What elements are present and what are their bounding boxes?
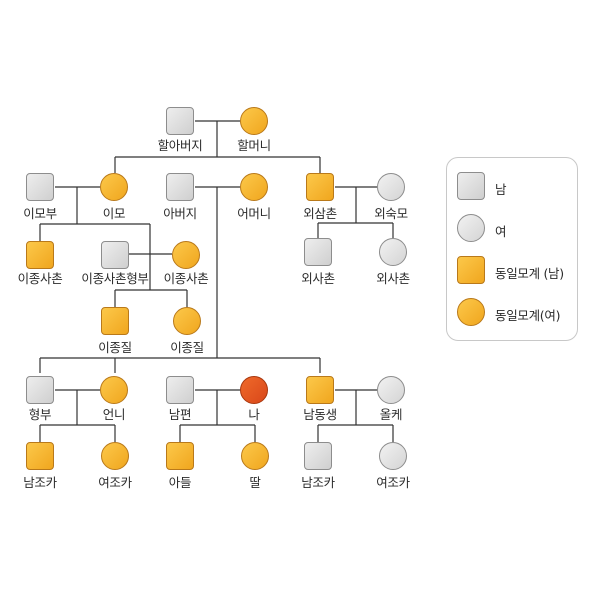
niece2-circle-icon xyxy=(379,442,407,470)
brother-label: 남동생 xyxy=(303,407,337,422)
brother-in-law-square-icon xyxy=(26,376,54,404)
niece-female-circle-icon xyxy=(173,307,201,335)
grandfather-label: 할아버지 xyxy=(157,138,203,153)
legend-box: 남 여 동일모계 (남) 동일모계(여) xyxy=(446,157,578,341)
legend-male-square-icon xyxy=(457,172,485,200)
mother-circle-icon xyxy=(240,173,268,201)
me-label: 나 xyxy=(248,407,260,422)
nephew1-label: 남조카 xyxy=(23,475,57,490)
grandmother-label: 할머니 xyxy=(237,138,271,153)
niece2-label: 여조카 xyxy=(376,475,410,490)
cousin-male-square-icon xyxy=(26,241,54,269)
legend-kin-female-circle-icon xyxy=(457,298,485,326)
father-label: 아버지 xyxy=(163,206,197,221)
aunt-circle-icon xyxy=(100,173,128,201)
aunt-husband-square-icon xyxy=(26,173,54,201)
aunt-label: 이모 xyxy=(102,206,126,221)
grandfather-square-icon xyxy=(166,107,194,135)
daughter-label: 딸 xyxy=(249,475,261,490)
sister-in-law-circle-icon xyxy=(377,376,405,404)
mother-label: 어머니 xyxy=(237,206,271,221)
aunt-husband-label: 이모부 xyxy=(23,206,57,221)
cousin-female-circle-icon xyxy=(172,241,200,269)
cousin-husband-square-icon xyxy=(101,241,129,269)
niece-female-label: 이종질 xyxy=(170,340,204,355)
legend-kin-male-square-icon xyxy=(457,256,485,284)
cousin-male-label: 이종사촌 xyxy=(17,271,63,286)
husband-square-icon xyxy=(166,376,194,404)
maternal-cousin-female-label: 외사촌 xyxy=(376,271,410,286)
son-square-icon xyxy=(166,442,194,470)
husband-label: 남편 xyxy=(168,407,192,422)
son-label: 아들 xyxy=(168,475,192,490)
legend-female-label: 여 xyxy=(495,224,507,239)
legend-kin-female-label: 동일모계(여) xyxy=(495,308,561,323)
niece1-circle-icon xyxy=(101,442,129,470)
brother-in-law-label: 형부 xyxy=(28,407,52,422)
uncle-label: 외삼촌 xyxy=(303,206,337,221)
uncle-wife-circle-icon xyxy=(377,173,405,201)
uncle-wife-label: 외숙모 xyxy=(374,206,408,221)
brother-square-icon xyxy=(306,376,334,404)
nephew2-label: 남조카 xyxy=(301,475,335,490)
nephew1-square-icon xyxy=(26,442,54,470)
cousin-female-label: 이종사촌 xyxy=(163,271,209,286)
grandmother-circle-icon xyxy=(240,107,268,135)
maternal-cousin-male-square-icon xyxy=(304,238,332,266)
maternal-cousin-female-circle-icon xyxy=(379,238,407,266)
sister-circle-icon xyxy=(100,376,128,404)
sister-in-law-label: 올케 xyxy=(379,407,403,422)
sister-label: 언니 xyxy=(102,407,126,422)
niece-male-label: 이종질 xyxy=(98,340,132,355)
me-circle-icon xyxy=(240,376,268,404)
cousin-husband-label: 이종사촌형부 xyxy=(81,271,149,286)
legend-female-circle-icon xyxy=(457,214,485,242)
uncle-square-icon xyxy=(306,173,334,201)
father-square-icon xyxy=(166,173,194,201)
maternal-cousin-male-label: 외사촌 xyxy=(301,271,335,286)
niece-male-square-icon xyxy=(101,307,129,335)
niece1-label: 여조카 xyxy=(98,475,132,490)
legend-male-label: 남 xyxy=(495,182,507,197)
nephew2-square-icon xyxy=(304,442,332,470)
legend-kin-male-label: 동일모계 (남) xyxy=(495,266,564,281)
daughter-circle-icon xyxy=(241,442,269,470)
